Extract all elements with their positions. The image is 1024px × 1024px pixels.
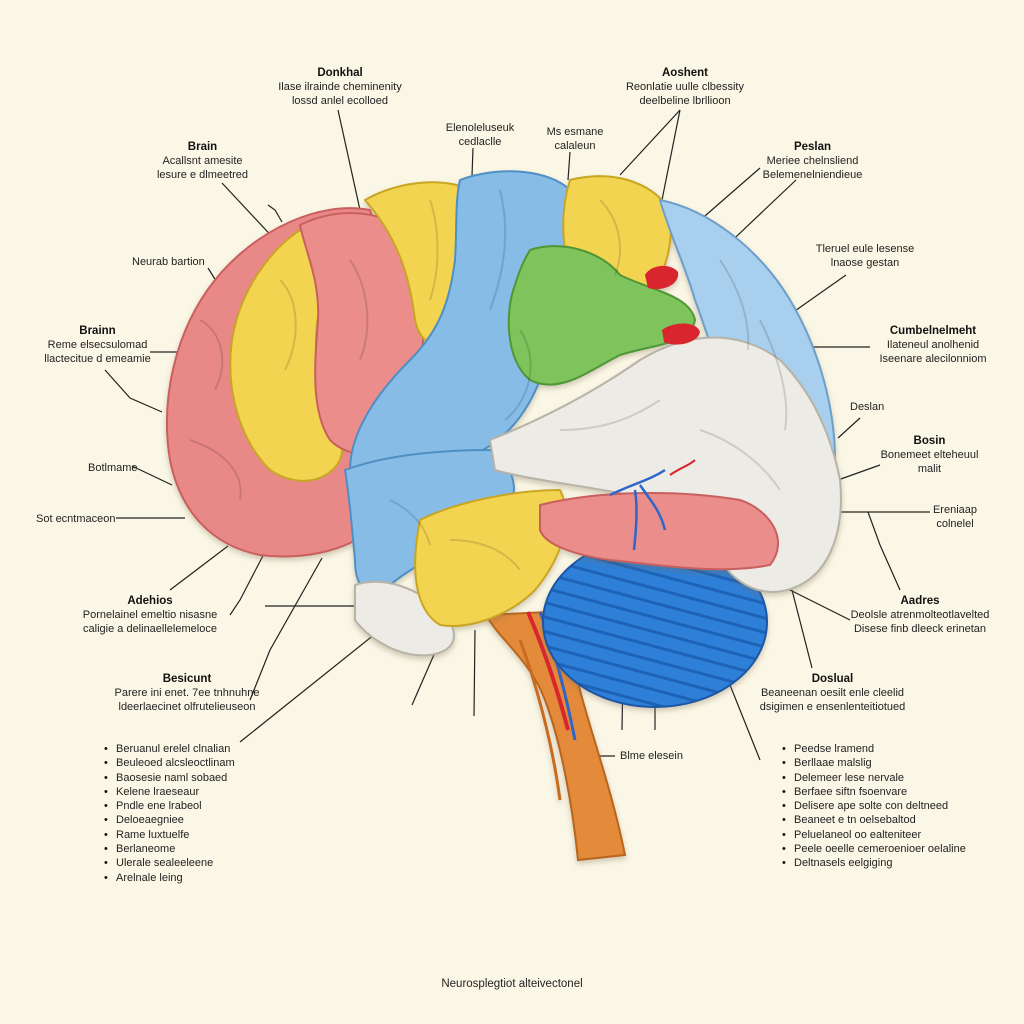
- label-line: Belemenelniendieue: [762, 169, 863, 181]
- label-line: Elenoleluseuk: [445, 122, 515, 134]
- label-line: Deslan: [850, 401, 885, 413]
- diagram-caption: Neurosplegtiot alteivectonel: [441, 978, 583, 990]
- label-brainstem: Blme elesein: [620, 749, 683, 763]
- list-item: Arelnale leing: [104, 871, 235, 885]
- list-item: Beaneet e tn oelsebaltod: [782, 813, 966, 827]
- label-right-3: Cumbelnelmeht Ilateneul anolhenid Iseena…: [868, 324, 998, 366]
- label-left-1: Brain Acallsnt amesite lesure e dlmeetre…: [140, 140, 265, 182]
- label-line: Deolsle atrenmolteotlavelted: [850, 609, 990, 621]
- label-line: deelbeline lbrllioon: [639, 95, 731, 107]
- label-line: Beaneenan oesilt enle cleelid: [760, 687, 905, 699]
- label-line: dsigimen e ensenlenteitiotued: [759, 701, 906, 713]
- label-line: Tleruel eule lesense: [815, 243, 915, 255]
- label-left-7: Besicunt Parere ini enet. 7ee tnhnuhne l…: [92, 672, 282, 714]
- list-item: Delemeer lese nervale: [782, 771, 966, 785]
- label-line: malit: [917, 463, 942, 475]
- label-line: Neurab bartion: [132, 256, 205, 268]
- label-line: Disese finb dleeck erinetan: [853, 623, 987, 635]
- label-title: Aoshent: [662, 67, 708, 79]
- label-left-6: Adehios Pornelainel emeltio nisasne cali…: [70, 594, 230, 636]
- label-line: cedlaclle: [458, 136, 502, 148]
- label-line: lossd anlel ecolloed: [291, 95, 388, 107]
- label-line: lesure e dlmeetred: [156, 169, 249, 181]
- cerebrum: [166, 170, 842, 657]
- list-item: Deltnasels eelgiging: [782, 856, 966, 870]
- label-top-left: Donkhal Ilase ilrainde cheminenity lossd…: [250, 66, 430, 108]
- label-right-7: Aadres Deolsle atrenmolteotlavelted Dise…: [840, 594, 1000, 636]
- label-title: Bosin: [913, 435, 946, 447]
- label-line: Sot ecntmaceon: [36, 513, 116, 525]
- label-line: Ilateneul anolhenid: [886, 339, 980, 351]
- list-item: Delisere ape solte con deltneed: [782, 799, 966, 813]
- label-right-2: Tleruel eule lesense lnaose gestan: [805, 242, 925, 270]
- label-title: Donkhal: [317, 67, 363, 79]
- list-item: Berlaneome: [104, 842, 235, 856]
- label-line: Botlmame: [88, 462, 138, 474]
- list-item: Berfaee siftn fsoenvare: [782, 785, 966, 799]
- label-right-4: Deslan: [850, 400, 884, 414]
- label-line: calaleun: [554, 140, 596, 152]
- label-line: ldeerlaecinet olfrutelieuseon: [118, 701, 256, 713]
- label-top-right: Aoshent Reonlatie uulle clbessity deelbe…: [600, 66, 770, 108]
- label-title: Doslual: [811, 673, 854, 685]
- label-title: Brain: [187, 141, 218, 153]
- label-line: colnelel: [936, 518, 974, 530]
- list-item: Rame luxtuelfe: [104, 828, 235, 842]
- left-bullet-list: Beruanul erelel clnalianBeuleoed alcsleo…: [104, 742, 235, 885]
- label-line: Reme elsecsulomad: [47, 339, 148, 351]
- list-item: Beuleoed alcsleoctlinam: [104, 756, 235, 770]
- list-item: Baosesie naml sobaed: [104, 771, 235, 785]
- label-left-4: Botlmame: [88, 461, 138, 475]
- label-line: Iseenare alecilonniom: [879, 353, 987, 365]
- label-right-6: Ereniaap colnelel: [925, 503, 985, 531]
- label-line: lnaose gestan: [830, 257, 900, 269]
- label-line: Ereniaap: [932, 504, 978, 516]
- label-title: Peslan: [793, 141, 832, 153]
- label-line: caligie a delinaellelemeloce: [83, 623, 217, 635]
- label-title: Aadres: [900, 595, 940, 607]
- right-bullet-list: Peedse lramendBerllaae malsligDelemeer l…: [782, 742, 966, 871]
- label-right-5: Bosin Bonemeet elteheuul malit: [872, 434, 987, 476]
- list-item: Kelene lraeseaur: [104, 785, 235, 799]
- list-item: Berllaae malslig: [782, 756, 966, 770]
- label-title: Brainn: [79, 325, 116, 337]
- list-item: Deloeaegniee: [104, 813, 235, 827]
- label-line: llactecitue d emeamie: [44, 353, 151, 365]
- label-right-8: Doslual Beaneenan oesilt enle cleelid ds…: [740, 672, 925, 714]
- label-left-3: Brainn Reme elsecsulomad llactecitue d e…: [30, 324, 165, 366]
- label-line: Ilase ilrainde cheminenity: [278, 81, 402, 93]
- label-title: Besicunt: [162, 673, 212, 685]
- label-line: Meriee chelnsliend: [766, 155, 859, 167]
- list-item: Peedse lramend: [782, 742, 966, 756]
- label-left-5: Sot ecntmaceon: [36, 512, 116, 526]
- label-line: Bonemeet elteheuul: [880, 449, 979, 461]
- label-left-2: Neurab bartion: [132, 255, 205, 269]
- label-line: Acallsnt amesite: [162, 155, 243, 167]
- list-item: Peele oeelle cemeroenioer oelaline: [782, 842, 966, 856]
- label-top-mid-2: Ms esmane calaleun: [525, 125, 625, 153]
- label-title: Cumbelnelmeht: [889, 325, 977, 337]
- label-line: Blme elesein: [620, 750, 683, 762]
- label-line: Pornelainel emeltio nisasne: [82, 609, 218, 621]
- label-line: Parere ini enet. 7ee tnhnuhne: [114, 687, 260, 699]
- label-right-1: Peslan Meriee chelnsliend Belemenelniend…: [750, 140, 875, 182]
- list-item: Beruanul erelel clnalian: [104, 742, 235, 756]
- label-line: Reonlatie uulle clbessity: [625, 81, 744, 93]
- label-top-mid: Elenoleluseuk cedlaclle: [425, 121, 535, 149]
- label-title: Adehios: [127, 595, 173, 607]
- list-item: Peluelaneol oo ealteniteer: [782, 828, 966, 842]
- label-line: Ms esmane: [546, 126, 604, 138]
- list-item: Pndle ene lrabeol: [104, 799, 235, 813]
- list-item: Ulerale sealeeleene: [104, 856, 235, 870]
